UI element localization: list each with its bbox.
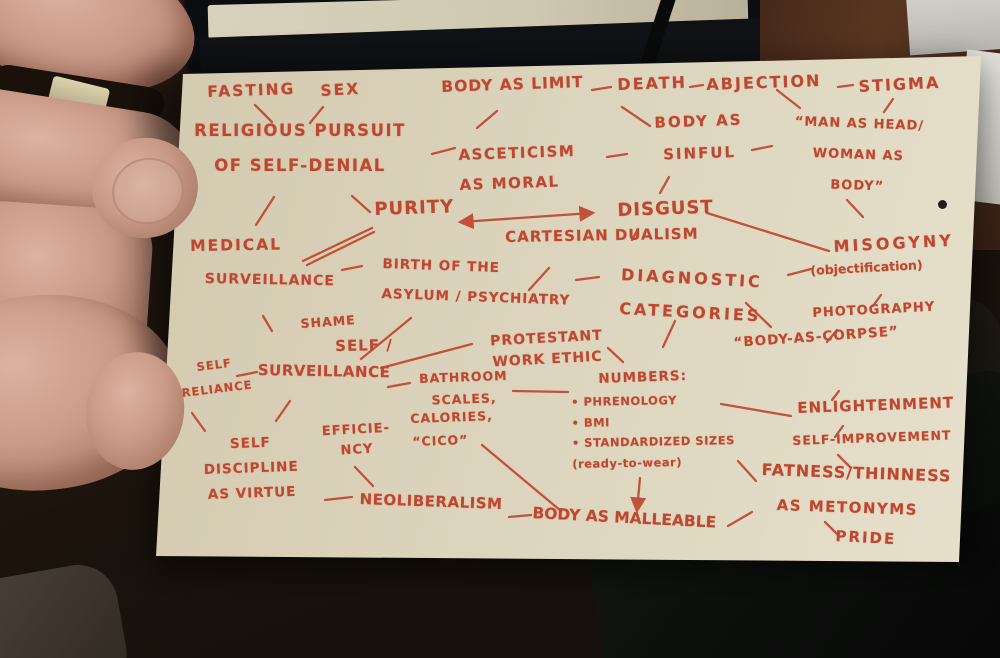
node-death: DEATH <box>617 72 688 94</box>
node-asceticism: ASCETICISM AS MORAL <box>458 141 576 194</box>
node-calories: CALORIES, <box>410 408 494 426</box>
node-cico: “CICO” <box>412 432 469 449</box>
node-surveillance: SURVEILLANCE <box>257 360 391 382</box>
node-man-as-head: “MAN AS HEAD/ WOMAN AS BODY” <box>794 114 925 195</box>
node-medical-surveillance: SURVEILLANCE <box>204 270 336 290</box>
knee <box>0 558 134 658</box>
node-body-as-sinful: BODY AS SINFUL <box>654 110 743 163</box>
node-cartesian-dualism: CARTESIAN DUALISM <box>505 224 699 246</box>
node-sex: SEX <box>320 79 361 100</box>
node-medical: MEDICAL <box>190 235 283 255</box>
node-self-slash: SELF / <box>335 335 393 355</box>
node-efficiency: EFFICIE- NCY <box>321 420 391 458</box>
node-abjection: ABJECTION <box>706 70 822 94</box>
node-purity: PURITY <box>374 196 455 220</box>
paper-stack <box>906 0 1000 56</box>
node-self-discipline: SELF DISCIPLINE AS VIRTUE <box>203 434 299 503</box>
card-hole <box>938 200 947 209</box>
node-stigma: STIGMA <box>858 72 941 96</box>
node-fasting: FASTING <box>207 79 296 101</box>
node-pride: PRIDE <box>835 526 897 549</box>
node-self-reliance: SELF RELIANCE <box>180 355 254 401</box>
node-religious-pursuit: RELIGIOUS PURSUIT OF SELF-DENIAL <box>194 121 406 175</box>
node-bathroom-scales: BATHROOM SCALES, <box>418 367 508 408</box>
node-numbers: NUMBERS: <box>598 367 688 387</box>
node-birth-of-asylum: BIRTH OF THE ASYLUM / PSYCHIATRY <box>381 255 571 309</box>
node-disgust: DISGUST <box>617 196 714 221</box>
node-numbers-list: • PHRENOLOGY • BMI • STANDARDIZED SIZES … <box>571 393 736 472</box>
node-diagnostic-categories: DIAGNOSTIC CATEGORIES <box>618 264 764 325</box>
